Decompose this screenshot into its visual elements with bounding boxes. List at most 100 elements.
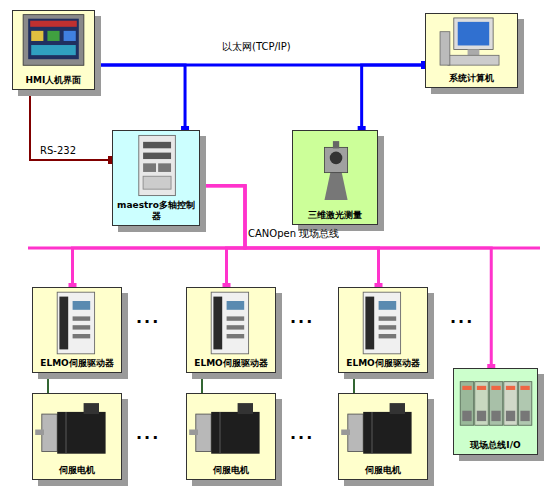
- drive-label: [73, 301, 91, 310]
- motor-flange: [348, 414, 363, 451]
- drive-connector: [379, 334, 397, 338]
- motor-body: [57, 412, 105, 454]
- pc-tower: [440, 32, 450, 65]
- tripod-base: [325, 171, 348, 200]
- servo-motor-box: 伺服电机: [338, 393, 428, 480]
- monitor-screen: [458, 22, 489, 46]
- device-illustration: [454, 369, 537, 440]
- connector: [73, 186, 246, 287]
- servo-motor-box: 伺服电机: [32, 393, 122, 480]
- connector: [201, 373, 203, 393]
- screen-bar: [30, 21, 77, 27]
- io-module: [518, 382, 531, 426]
- io-module: [460, 382, 473, 426]
- io-led: [491, 386, 500, 390]
- connector: [362, 65, 425, 130]
- io-module: [475, 382, 488, 426]
- controller-port: [143, 163, 156, 172]
- monitor: [454, 18, 493, 49]
- motor-body: [363, 412, 411, 454]
- controller-case: [139, 135, 176, 195]
- drive-label: [379, 301, 397, 310]
- node-label: 三维激光测量: [307, 210, 363, 224]
- drive-heatsink: [213, 297, 222, 350]
- drive-connector: [227, 325, 245, 329]
- screen-button: [47, 31, 59, 41]
- controller-box: maestro多轴控制器: [112, 130, 200, 226]
- device-illustration: [293, 131, 377, 210]
- device-illustration: [33, 288, 121, 358]
- node-label: 伺服电机: [364, 465, 402, 479]
- servo-drive-box: ELMO伺服驱动器: [186, 287, 276, 373]
- laser-box: 三维激光测量: [292, 130, 378, 225]
- connector: [95, 65, 185, 130]
- io-led: [462, 386, 471, 390]
- motor-rib: [371, 412, 372, 454]
- drive-case: [211, 292, 248, 354]
- device-illustration: [187, 394, 275, 465]
- io-terminal: [462, 411, 471, 421]
- servo-drive-box: ELMO伺服驱动器: [338, 287, 428, 373]
- panel-screen: [28, 19, 79, 60]
- computer-box: 系统计算机: [425, 13, 518, 88]
- device-illustration: [339, 288, 427, 358]
- drive-case: [57, 292, 94, 354]
- device-illustration: [33, 394, 121, 465]
- drive-connector: [73, 316, 91, 320]
- device-illustration: [426, 14, 517, 73]
- device-illustration: [113, 131, 199, 200]
- connector: [353, 373, 355, 393]
- servo-motor-box: 伺服电机: [186, 393, 276, 480]
- connector: [200, 186, 245, 287]
- fieldbus-io-box: 现场总线I/O: [453, 368, 538, 455]
- controller-port: [158, 163, 171, 172]
- io-module: [489, 382, 502, 426]
- drive-label: [227, 301, 245, 310]
- screen-area: [31, 45, 76, 55]
- controller-port: [143, 142, 171, 148]
- laser-head: [325, 147, 348, 172]
- motor-shaft: [35, 430, 44, 436]
- node-label: 伺服电机: [58, 465, 96, 479]
- node-label: ELMO伺服驱动器: [39, 358, 115, 372]
- node-label: ELMO伺服驱动器: [345, 358, 421, 372]
- ellipsis-mark: ···: [290, 428, 314, 447]
- node-label: 现场总线I/O: [469, 440, 521, 454]
- io-module: [504, 382, 517, 426]
- motor-body: [211, 412, 259, 454]
- io-terminal: [520, 411, 529, 421]
- device-illustration: [13, 11, 94, 75]
- ellipsis-mark: ···: [290, 312, 314, 331]
- panel-frame: [23, 15, 84, 66]
- device-illustration: [187, 288, 275, 358]
- screen-button: [31, 31, 43, 41]
- io-terminal: [477, 411, 486, 421]
- connector-label: RS-232: [40, 145, 76, 156]
- controller-panel: [143, 176, 171, 189]
- drive-connector: [73, 334, 91, 338]
- motor-shaft: [189, 430, 198, 436]
- connector: [30, 90, 112, 160]
- io-led: [520, 386, 529, 390]
- hmi-box: HMI人机界面: [12, 10, 95, 90]
- ellipsis-mark: ···: [136, 312, 160, 331]
- drive-connector: [227, 316, 245, 320]
- laser-top: [333, 141, 339, 148]
- io-terminal: [506, 411, 515, 421]
- drive-connector: [379, 316, 397, 320]
- node-label: 系统计算机: [448, 73, 495, 87]
- ellipsis-mark: ···: [450, 312, 474, 331]
- motor-connector: [390, 403, 405, 414]
- drive-connector: [379, 325, 397, 329]
- motor-flange: [42, 414, 57, 451]
- connector: [47, 373, 49, 393]
- screen-button: [64, 31, 76, 41]
- motor-connector: [238, 403, 253, 414]
- drive-heatsink: [59, 297, 68, 350]
- node-label: 伺服电机: [212, 465, 250, 479]
- monitor-stand: [468, 49, 480, 55]
- servo-drive-box: ELMO伺服驱动器: [32, 287, 122, 373]
- motor-connector: [84, 403, 99, 414]
- node-label: maestro多轴控制器: [113, 200, 199, 225]
